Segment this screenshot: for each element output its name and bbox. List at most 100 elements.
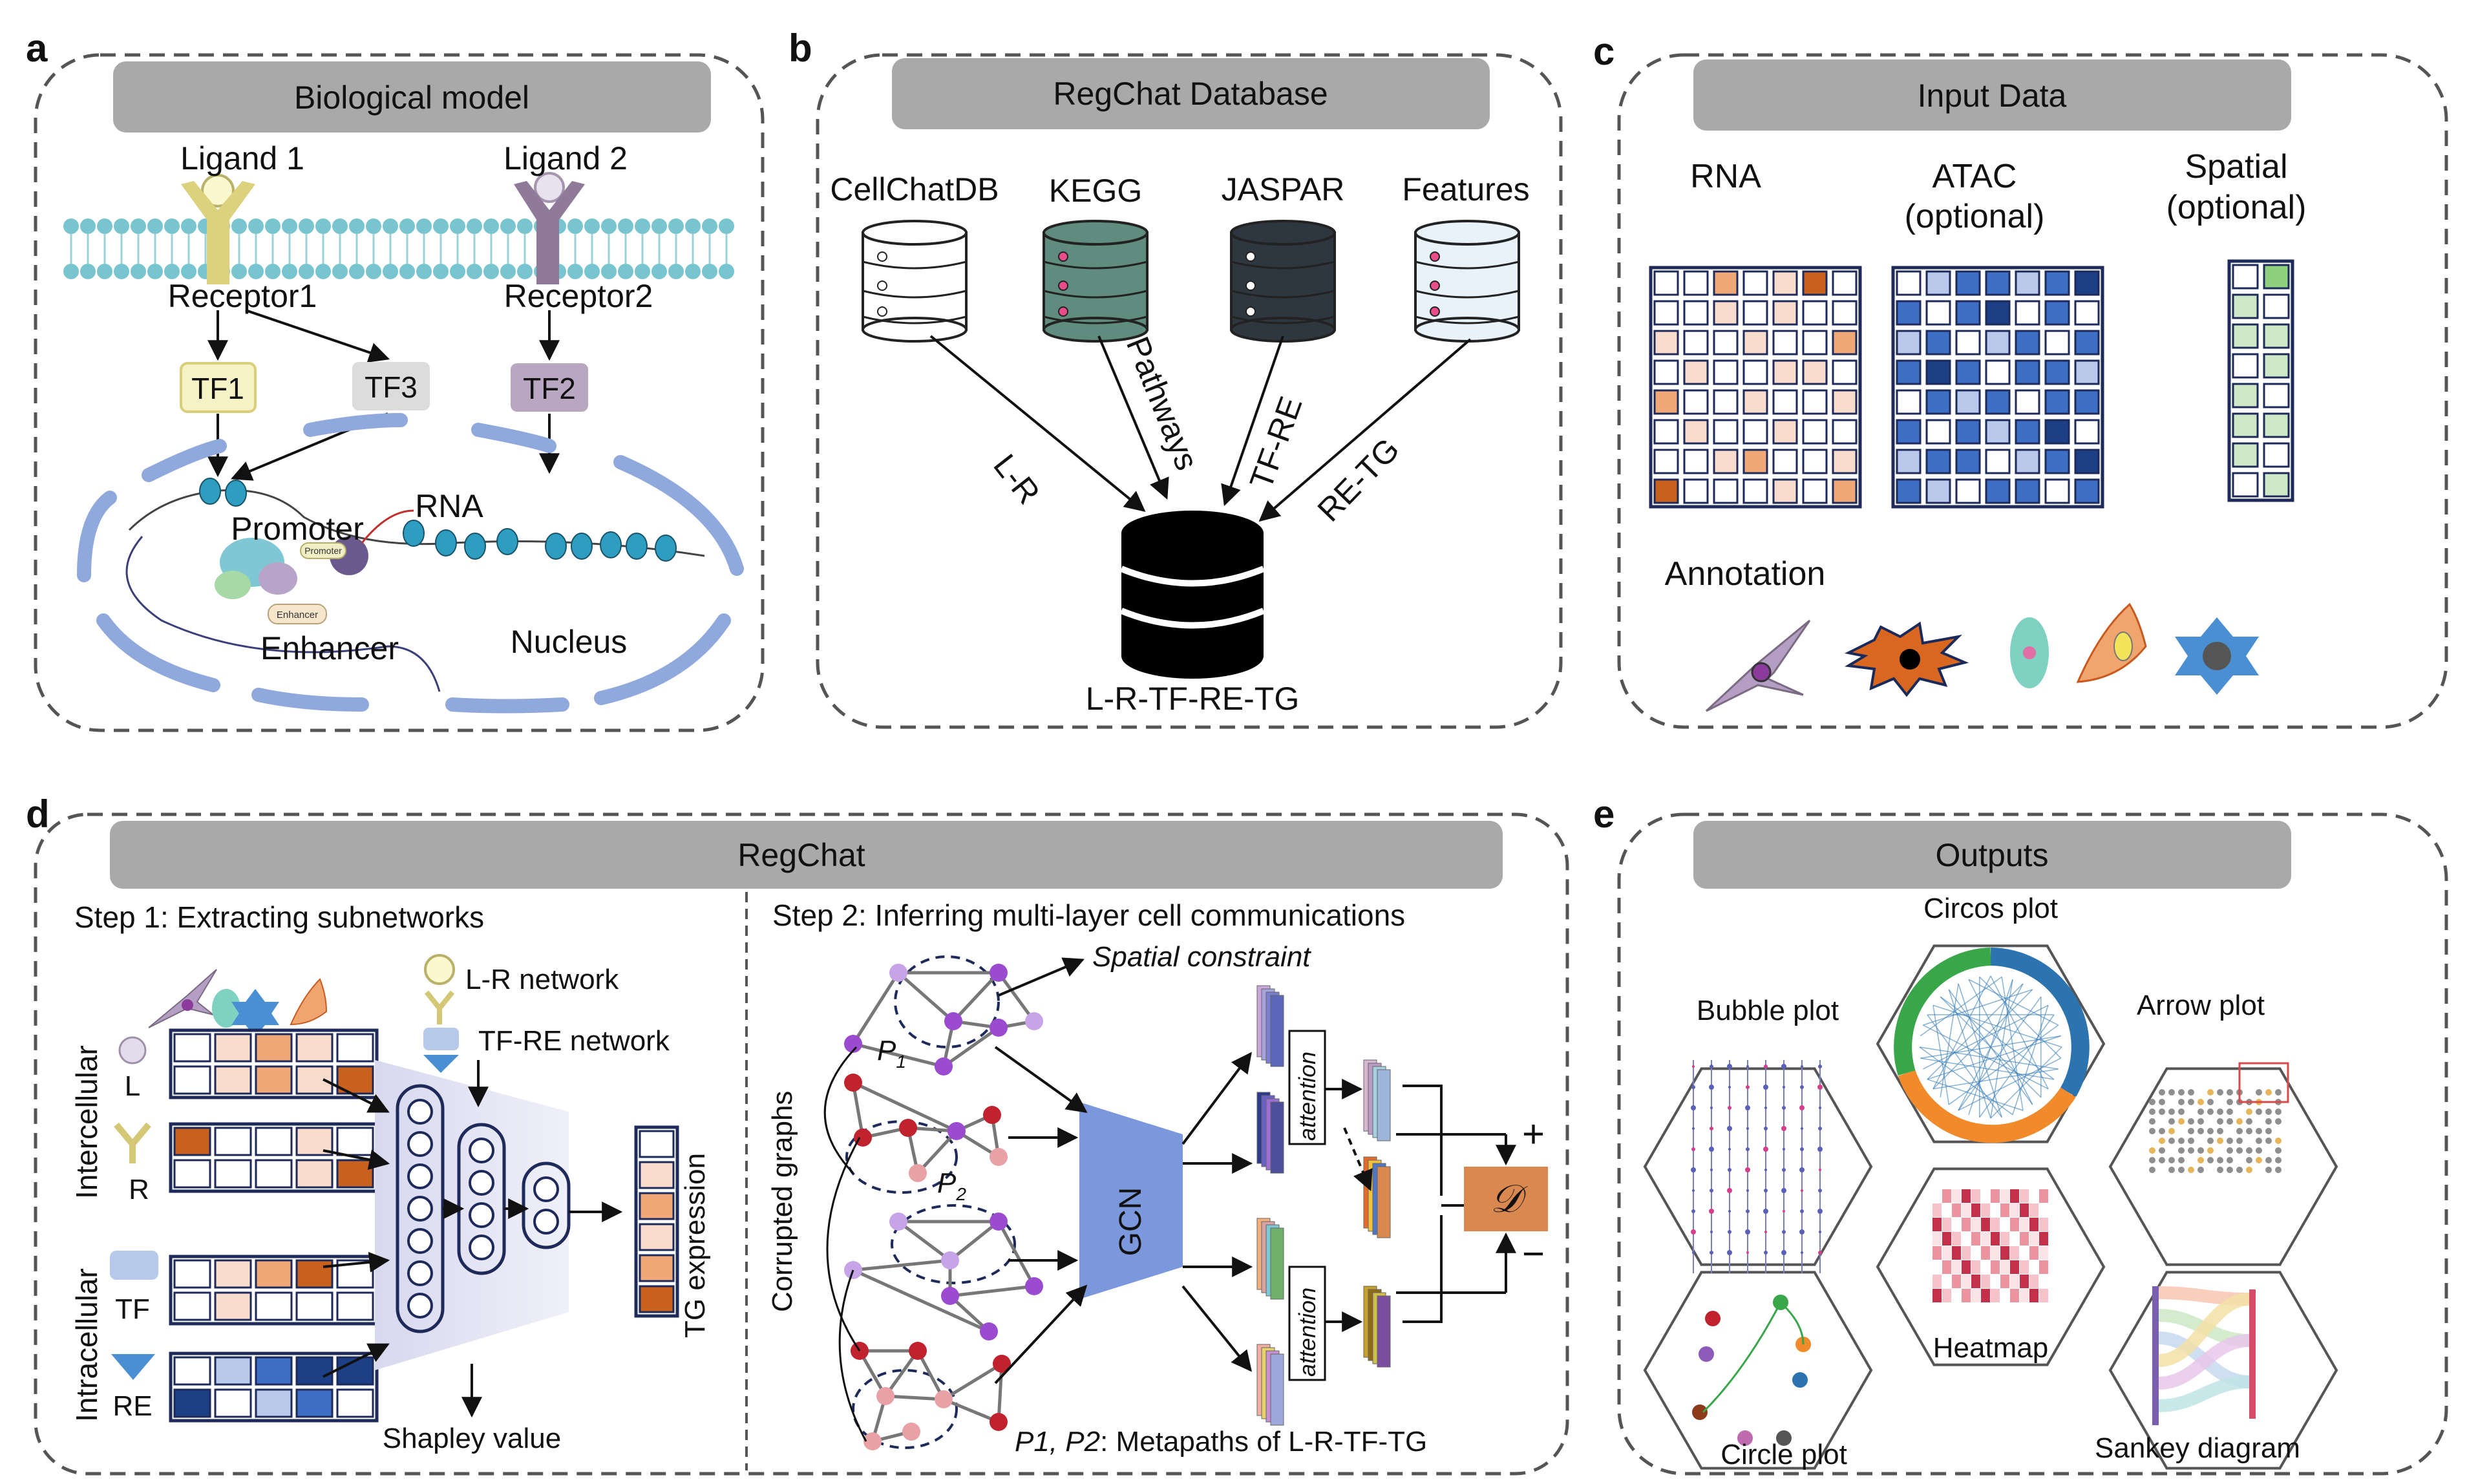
central-database-icon [1120,511,1265,679]
arrow-plot-spot [2217,1108,2223,1115]
arrow-plot-spot [2159,1147,2165,1154]
matrix-cell [1653,389,1679,415]
matrix-cell [1955,330,1981,355]
dna-loop [125,536,441,692]
matrix-cell [2074,419,2100,445]
heatmap-cell [2029,1218,2038,1231]
heatmap-cell [1981,1232,1990,1246]
matrix-cell [1896,389,1922,415]
metapath-graphs [823,955,1043,1450]
membrane-bead [131,218,146,234]
db-ring [862,290,967,299]
arrow-plot-spot [2188,1167,2194,1173]
arrow-plot-spot [2149,1108,2155,1115]
bubble-dot [1799,1229,1805,1235]
arrow-plot-spot [2159,1108,2165,1115]
matrix-cell [1802,300,1828,326]
matrix-cell [2074,449,2100,474]
heatmap-cell [1981,1218,1990,1231]
step2-label: Step 2: Inferring multi-layer cell commu… [772,898,1405,932]
matrix-cell [295,1159,334,1189]
membrane-bead [567,264,583,279]
membrane-bead [483,218,499,234]
ligand2-label: Ligand 2 [503,140,628,176]
matrix-cell [1896,359,1922,385]
transcription-complex-icon: Promoter Enhancer [215,536,368,624]
heatmap-cell [1942,1232,1951,1246]
graph-edge [949,1284,1035,1298]
matrix-cell [295,1291,334,1321]
arrow-plot-spot [2188,1089,2194,1096]
heatmap-cell [2029,1189,2038,1203]
matrix-frame [634,1125,679,1318]
matrix-cell [1742,330,1768,355]
membrane-bead [685,264,701,279]
matrix-cell [336,1388,374,1418]
heatmap-cell [1971,1275,1980,1288]
matrix-cell [2074,330,2100,355]
bubble-dot [1764,1169,1767,1171]
circle-plot-node [1699,1346,1714,1362]
matrix-cell [1683,330,1709,355]
matrix-cell [1653,300,1679,326]
heatmap-cell [2010,1218,2019,1231]
panel-a-border [34,53,765,732]
heatmap-cell [1932,1203,1942,1217]
gcn-block [1079,1102,1183,1299]
membrane-bead [80,218,96,234]
bubble-dot [1710,1189,1713,1192]
panel-letter-c: c [1593,30,1615,73]
arrow-plot-spot [2188,1128,2194,1134]
embedding-layer [1270,1353,1284,1426]
mlp-node [407,1196,433,1222]
nucleosome [655,535,677,562]
heatmap-cell [1952,1275,1961,1288]
heatmap-cell [1991,1246,2000,1260]
circos-link [1990,975,2049,1089]
metapath-circle [891,1204,1016,1284]
connector-top [1403,1085,1443,1196]
arrow-plot-spot [2227,1147,2233,1154]
matrix-cell [1832,359,1858,385]
matrix-cell [1955,449,1981,474]
arrow-pathways [1097,335,1169,500]
membrane-bead [366,218,381,234]
matrix-cell [1832,449,1858,474]
bubble-dot [1709,1085,1714,1090]
arrow-plot-spot [2227,1099,2233,1105]
heatmap-cell [1952,1289,1961,1302]
heatmap-cell [1952,1218,1961,1231]
graph-edge [916,1130,958,1174]
bubble-dot [1728,1148,1731,1150]
matrix-cell [1653,449,1679,474]
d-re-matrix [169,1352,379,1423]
matrix-cell [295,1259,334,1289]
matrix-cell [1832,270,1858,296]
sankey-flow [2158,1375,2250,1412]
matrix-cell [2263,442,2290,468]
matrix-cell [214,1065,252,1095]
heatmap-cell [1942,1289,1951,1302]
arrow-plot-spot [2178,1099,2185,1105]
matrix-cell [2015,419,2040,445]
receptor2-label: Receptor2 [504,278,653,314]
matrix-cell [1802,330,1828,355]
arrow-plot-spot [2246,1108,2252,1115]
heatmap-cell [1932,1218,1942,1231]
matrix-cell [1802,478,1828,504]
arrow-plot-spot [2149,1157,2155,1163]
matrix-cell [1772,389,1798,415]
panel-c-border [1617,53,2448,729]
heatmap-cell [2039,1275,2048,1288]
arrow-plot-spot [2236,1167,2243,1173]
panel-a-header: Biological model [294,80,529,116]
graph-link [838,1269,867,1442]
matrix-cell [1713,449,1739,474]
heatmap-cell [2039,1289,2048,1302]
matrix-cell [214,1033,252,1063]
matrix-cell [255,1127,293,1156]
matrix-cell [2263,293,2290,319]
bubble-dot [1817,1147,1823,1152]
graph-node [983,1106,1001,1124]
arrow-plot-spot [2197,1108,2204,1115]
